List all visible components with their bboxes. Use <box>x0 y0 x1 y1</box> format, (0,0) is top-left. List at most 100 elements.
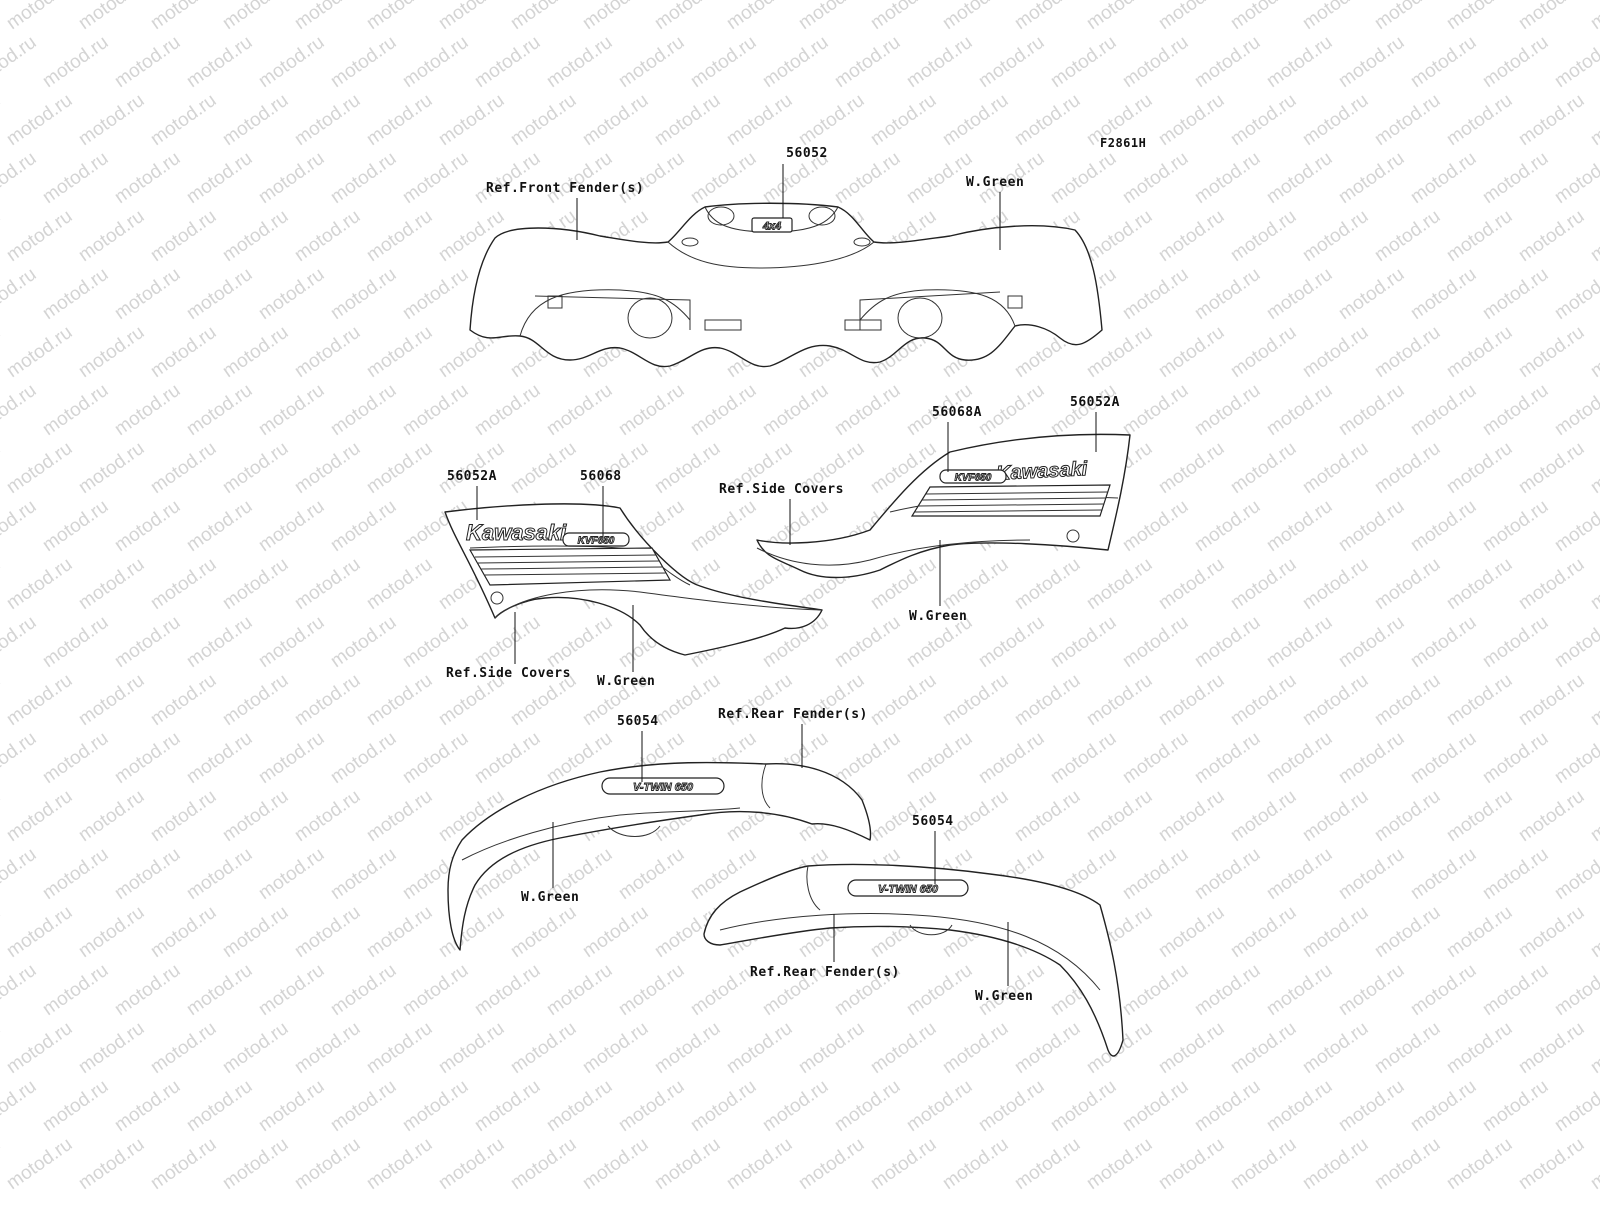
watermark-text: motod.ru <box>75 322 148 382</box>
watermark-text: motod.ru <box>1083 1134 1156 1194</box>
watermark-text: motod.ru <box>75 786 148 846</box>
left-bumper-rail <box>534 295 691 330</box>
watermark-text: motod.ru <box>903 728 976 788</box>
watermark-text: motod.ru <box>1299 554 1372 614</box>
watermark-text: motod.ru <box>1335 1076 1408 1136</box>
watermark-text: motod.ru <box>75 438 148 498</box>
watermark-text: motod.ru <box>1155 322 1228 382</box>
watermark-text: motod.ru <box>507 0 580 34</box>
watermark-text: motod.ru <box>1119 264 1192 324</box>
watermark-text: motod.ru <box>651 90 724 150</box>
watermark-text: motod.ru <box>1155 0 1228 34</box>
watermark-text: motod.ru <box>1371 1018 1444 1078</box>
watermark-text: motod.ru <box>1371 902 1444 962</box>
watermark-text: motod.ru <box>1083 670 1156 730</box>
watermark-text: motod.ru <box>723 90 796 150</box>
watermark-text: motod.ru <box>1443 90 1516 150</box>
watermark-text: motod.ru <box>795 0 868 34</box>
watermark-text: motod.ru <box>975 612 1048 672</box>
watermark-text: motod.ru <box>1011 670 1084 730</box>
watermark-text: motod.ru <box>0 380 40 440</box>
left-cover-ref-label: Ref.Side Covers <box>446 666 571 681</box>
watermark-text: motod.ru <box>363 786 436 846</box>
watermark-text: motod.ru <box>1299 670 1372 730</box>
watermark-text: motod.ru <box>363 554 436 614</box>
watermark-text: motod.ru <box>1515 438 1588 498</box>
watermark-text: motod.ru <box>831 32 904 92</box>
watermark-text: motod.ru <box>1407 148 1480 208</box>
watermark-text: motod.ru <box>471 960 544 1020</box>
watermark-text: motod.ru <box>39 148 112 208</box>
watermark-text: motod.ru <box>111 844 184 904</box>
watermark-text: motod.ru <box>579 438 652 498</box>
watermark-text: motod.ru <box>327 148 400 208</box>
watermark-text: motod.ru <box>0 902 4 962</box>
figure-code: F2861H <box>1100 136 1146 150</box>
watermark-text: motod.ru <box>1083 554 1156 614</box>
watermark-text: motod.ru <box>1155 1134 1228 1194</box>
watermark-text: motod.ru <box>111 496 184 556</box>
watermark-text: motod.ru <box>1227 670 1300 730</box>
rear-upper-color-label: W.Green <box>521 890 579 905</box>
watermark-text: motod.ru <box>507 90 580 150</box>
watermark-text: motod.ru <box>651 670 724 730</box>
watermark-text: motod.ru <box>723 1018 796 1078</box>
rear-lower-light-mount <box>909 924 953 936</box>
watermark-text: motod.ru <box>363 1018 436 1078</box>
watermark-text: motod.ru <box>1011 90 1084 150</box>
watermark-text: motod.ru <box>1263 496 1336 556</box>
watermark-text: motod.ru <box>435 90 508 150</box>
watermark-text: motod.ru <box>1227 90 1300 150</box>
rear-upper-part-56054: 56054 <box>617 714 659 729</box>
watermark-text: motod.ru <box>1011 0 1084 34</box>
watermark-text: motod.ru <box>939 90 1012 150</box>
left-cover-model-text: KVF650 <box>578 536 615 547</box>
right-cover-model-text: KVF650 <box>955 473 992 484</box>
watermark-text: motod.ru <box>1155 1018 1228 1078</box>
watermark-text: motod.ru <box>1119 612 1192 672</box>
watermark-text: motod.ru <box>1191 728 1264 788</box>
watermark-text: motod.ru <box>1479 1076 1552 1136</box>
left-lamp <box>681 237 699 247</box>
watermark-text: motod.ru <box>147 902 220 962</box>
rear-lower-model-text: V-TWIN 650 <box>878 884 939 896</box>
watermark-text: motod.ru <box>291 0 364 34</box>
rear-lower-ref-label: Ref.Rear Fender(s) <box>750 965 900 980</box>
watermark-text: motod.ru <box>867 0 940 34</box>
watermark-text: motod.ru <box>3 902 76 962</box>
watermark-text: motod.ru <box>1371 554 1444 614</box>
bumper-left-end <box>704 319 742 331</box>
watermark-text: motod.ru <box>939 670 1012 730</box>
watermark-text: motod.ru <box>75 0 148 34</box>
watermark-text: motod.ru <box>471 380 544 440</box>
right-cover-ref-label: Ref.Side Covers <box>719 482 844 497</box>
watermark-text: motod.ru <box>255 496 328 556</box>
watermark-text: motod.ru <box>111 728 184 788</box>
watermark-text: motod.ru <box>1227 438 1300 498</box>
watermark-text: motod.ru <box>1299 0 1372 34</box>
watermark-text: motod.ru <box>0 90 4 150</box>
watermark-text: motod.ru <box>831 380 904 440</box>
watermark-text: motod.ru <box>3 206 76 266</box>
watermark-text: motod.ru <box>1443 786 1516 846</box>
watermark-text: motod.ru <box>1587 0 1600 34</box>
watermark-text: motod.ru <box>1227 206 1300 266</box>
watermark-text: motod.ru <box>219 1018 292 1078</box>
watermark-text: motod.ru <box>435 1018 508 1078</box>
watermark-text: motod.ru <box>0 1134 4 1194</box>
right-cover-part-56068a: 56068A <box>932 405 982 420</box>
watermark-text: motod.ru <box>147 1134 220 1194</box>
front-fender-outline <box>469 202 1103 368</box>
watermark-text: motod.ru <box>1155 786 1228 846</box>
watermark-text: motod.ru <box>0 148 40 208</box>
watermark-text: motod.ru <box>1443 438 1516 498</box>
right-cover-stripe-decal <box>910 484 1111 517</box>
watermark-text: motod.ru <box>219 90 292 150</box>
watermark-text: motod.ru <box>471 148 544 208</box>
watermark-text: motod.ru <box>1587 786 1600 846</box>
watermark-text: motod.ru <box>1551 844 1600 904</box>
watermark-text: motod.ru <box>291 322 364 382</box>
watermark-text: motod.ru <box>291 438 364 498</box>
watermark-text: motod.ru <box>1407 380 1480 440</box>
